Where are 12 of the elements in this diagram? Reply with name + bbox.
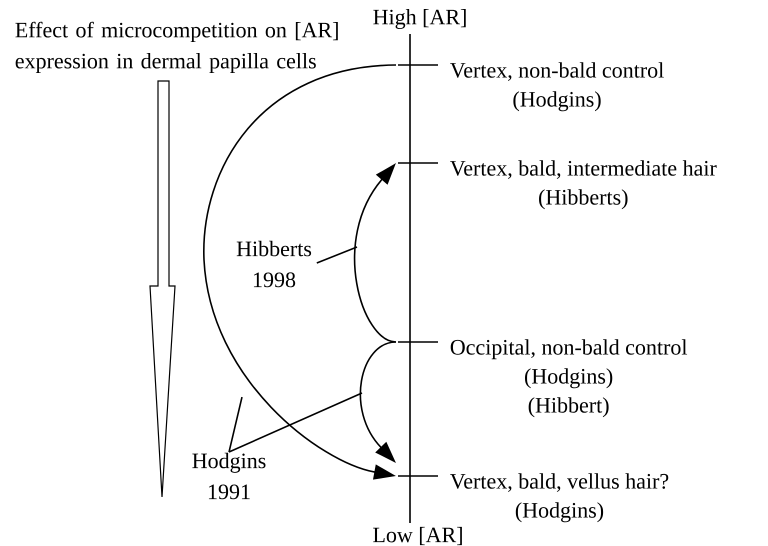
axis-caption: Effect of microcompetition on [AR] expression in dermal papilla cells	[15, 22, 338, 73]
leader-line	[228, 396, 243, 452]
level-label: Vertex, non-bald control (Hodgins)	[450, 62, 664, 112]
leader-line	[316, 246, 358, 264]
citation-label: Hodgins 1991	[192, 452, 266, 500]
leader-line	[228, 392, 362, 453]
axis-label: High [AR]	[373, 9, 466, 29]
citation-label: Hibberts 1998	[236, 240, 312, 288]
level-label: Vertex, bald, vellus hair? (Hodgins)	[450, 473, 668, 522]
level-label: Occipital, non-bald control (Hodgins) (Hibbert)	[450, 339, 688, 418]
axis-label: Low [AR]	[373, 526, 462, 546]
level-label: Vertex, bald, intermediate hair (Hibberts)	[450, 160, 717, 210]
